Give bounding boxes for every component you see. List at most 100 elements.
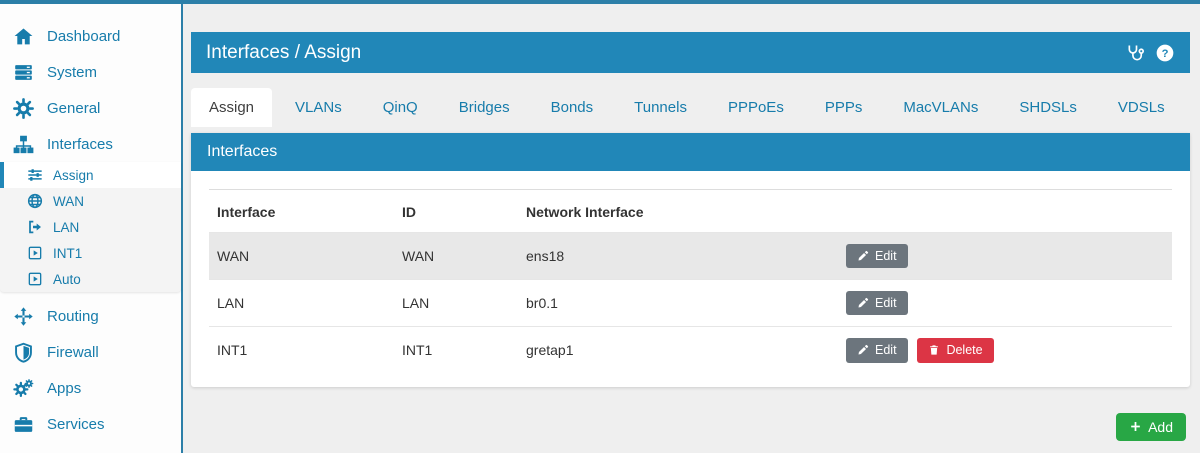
tab-bar: Assign VLANs QinQ Bridges Bonds Tunnels …: [191, 88, 1190, 127]
sidebar-item-label: Auto: [53, 271, 81, 287]
help-icon[interactable]: ?: [1155, 43, 1175, 63]
sidebar-item-system[interactable]: System: [0, 54, 181, 90]
main-content: Interfaces / Assign ? Assign VLANs QinQ …: [183, 4, 1200, 453]
cell-network-interface: gretap1: [518, 326, 838, 374]
add-button-label: Add: [1148, 418, 1173, 435]
caret-square-right-icon: [27, 245, 43, 261]
sidebar-item-interfaces[interactable]: Interfaces: [0, 126, 181, 162]
cell-id: WAN: [394, 232, 518, 280]
sidebar-item-label: Routing: [47, 307, 99, 325]
interfaces-table: Interface ID Network Interface WAN WAN e…: [209, 189, 1172, 374]
sidebar-item-dashboard[interactable]: Dashboard: [0, 18, 181, 54]
interfaces-panel: Interfaces Interface ID Network Interfac…: [191, 133, 1190, 387]
table-row: WAN WAN ens18 Edit: [209, 232, 1172, 280]
edit-button-label: Edit: [875, 295, 897, 310]
stethoscope-icon[interactable]: [1125, 43, 1145, 63]
tab-qinq[interactable]: QinQ: [382, 99, 418, 116]
cell-id: INT1: [394, 326, 518, 374]
sidebar-item-routing[interactable]: Routing: [0, 298, 181, 334]
sidebar-item-label: System: [47, 63, 98, 81]
sidebar-item-label: Dashboard: [47, 27, 121, 45]
caret-square-right-icon: [27, 271, 43, 287]
column-header-interface: Interface: [209, 189, 394, 233]
sidebar-item-label: Services: [47, 415, 105, 433]
sidebar: Dashboard System General Interfaces: [0, 4, 183, 453]
edit-button[interactable]: Edit: [846, 338, 908, 363]
header-icons: ?: [1125, 43, 1175, 63]
cell-interface: INT1: [209, 326, 394, 374]
globe-icon: [27, 193, 43, 209]
table-row: INT1 INT1 gretap1 Edit Delete: [209, 326, 1172, 374]
tab-macvlans[interactable]: MacVLANs: [903, 99, 979, 116]
edit-button-label: Edit: [875, 248, 897, 263]
page-header: Interfaces / Assign ?: [191, 32, 1190, 73]
sidebar-item-apps[interactable]: Apps: [0, 370, 181, 406]
sign-out-icon: [27, 219, 43, 235]
briefcase-icon: [13, 414, 34, 435]
tab-vdsls[interactable]: VDSLs: [1117, 99, 1165, 116]
sidebar-item-label: LAN: [53, 219, 80, 235]
cell-actions: Edit: [838, 232, 1172, 280]
sidebar-item-label: WAN: [53, 193, 84, 209]
table-header-row: Interface ID Network Interface: [209, 189, 1172, 233]
tab-pppoes[interactable]: PPPoEs: [727, 99, 784, 116]
pencil-icon: [857, 250, 869, 262]
edit-button[interactable]: Edit: [846, 290, 908, 316]
edit-button[interactable]: Edit: [846, 243, 908, 269]
tab-bonds[interactable]: Bonds: [550, 99, 594, 116]
sidebar-item-auto[interactable]: Auto: [0, 266, 181, 292]
panel-header: Interfaces: [191, 133, 1190, 171]
tab-bridges[interactable]: Bridges: [458, 99, 510, 116]
sliders-icon: [27, 167, 43, 183]
shield-icon: [13, 342, 34, 363]
server-icon: [13, 62, 34, 83]
pencil-icon: [857, 297, 869, 309]
edit-button-label: Edit: [875, 343, 897, 357]
page-title: Interfaces / Assign: [206, 41, 362, 63]
cell-interface: LAN: [209, 279, 394, 327]
cell-network-interface: br0.1: [518, 279, 838, 327]
panel-title: Interfaces: [207, 143, 278, 160]
tab-ppps[interactable]: PPPs: [824, 99, 863, 116]
tab-shdsls[interactable]: SHDSLs: [1019, 99, 1077, 116]
tab-vlans[interactable]: VLANs: [295, 99, 342, 116]
cell-interface: WAN: [209, 232, 394, 280]
trash-icon: [928, 344, 940, 356]
sidebar-item-label: Interfaces: [47, 135, 113, 153]
pencil-icon: [857, 344, 869, 356]
sidebar-item-label: Firewall: [47, 343, 99, 361]
column-header-network-interface: Network Interface: [518, 189, 838, 233]
footer-actions: Add: [191, 412, 1190, 441]
cell-actions: Edit: [838, 279, 1172, 327]
sidebar-item-firewall[interactable]: Firewall: [0, 334, 181, 370]
delete-button-label: Delete: [946, 343, 983, 357]
sidebar-item-int1[interactable]: INT1: [0, 240, 181, 266]
sitemap-icon: [13, 134, 34, 155]
sidebar-item-label: Assign: [53, 167, 94, 183]
cell-id: LAN: [394, 279, 518, 327]
sidebar-item-services[interactable]: Services: [0, 406, 181, 442]
table-row: LAN LAN br0.1 Edit: [209, 279, 1172, 327]
sidebar-item-label: INT1: [53, 245, 83, 261]
tab-assign[interactable]: Assign: [191, 88, 273, 127]
svg-text:?: ?: [1162, 48, 1169, 60]
sidebar-item-label: Apps: [47, 379, 82, 397]
sidebar-item-wan[interactable]: WAN: [0, 188, 181, 214]
delete-button[interactable]: Delete: [917, 338, 994, 363]
top-accent-strip: [0, 0, 1200, 4]
sidebar-item-assign[interactable]: Assign: [0, 162, 181, 188]
column-header-actions: [838, 189, 1172, 233]
sidebar-item-general[interactable]: General: [0, 90, 181, 126]
cogs-icon: [13, 378, 34, 399]
tab-tunnels[interactable]: Tunnels: [634, 99, 687, 116]
sidebar-item-lan[interactable]: LAN: [0, 214, 181, 240]
move-icon: [13, 306, 34, 327]
home-icon: [13, 26, 34, 47]
add-button[interactable]: Add: [1116, 412, 1186, 441]
sidebar-item-label: General: [47, 99, 101, 117]
interfaces-submenu: Assign WAN LAN INT1: [0, 162, 181, 292]
column-header-id: ID: [394, 189, 518, 233]
panel-body: Interface ID Network Interface WAN WAN e…: [191, 171, 1190, 387]
cell-network-interface: ens18: [518, 232, 838, 280]
cell-actions: Edit Delete: [838, 326, 1172, 374]
